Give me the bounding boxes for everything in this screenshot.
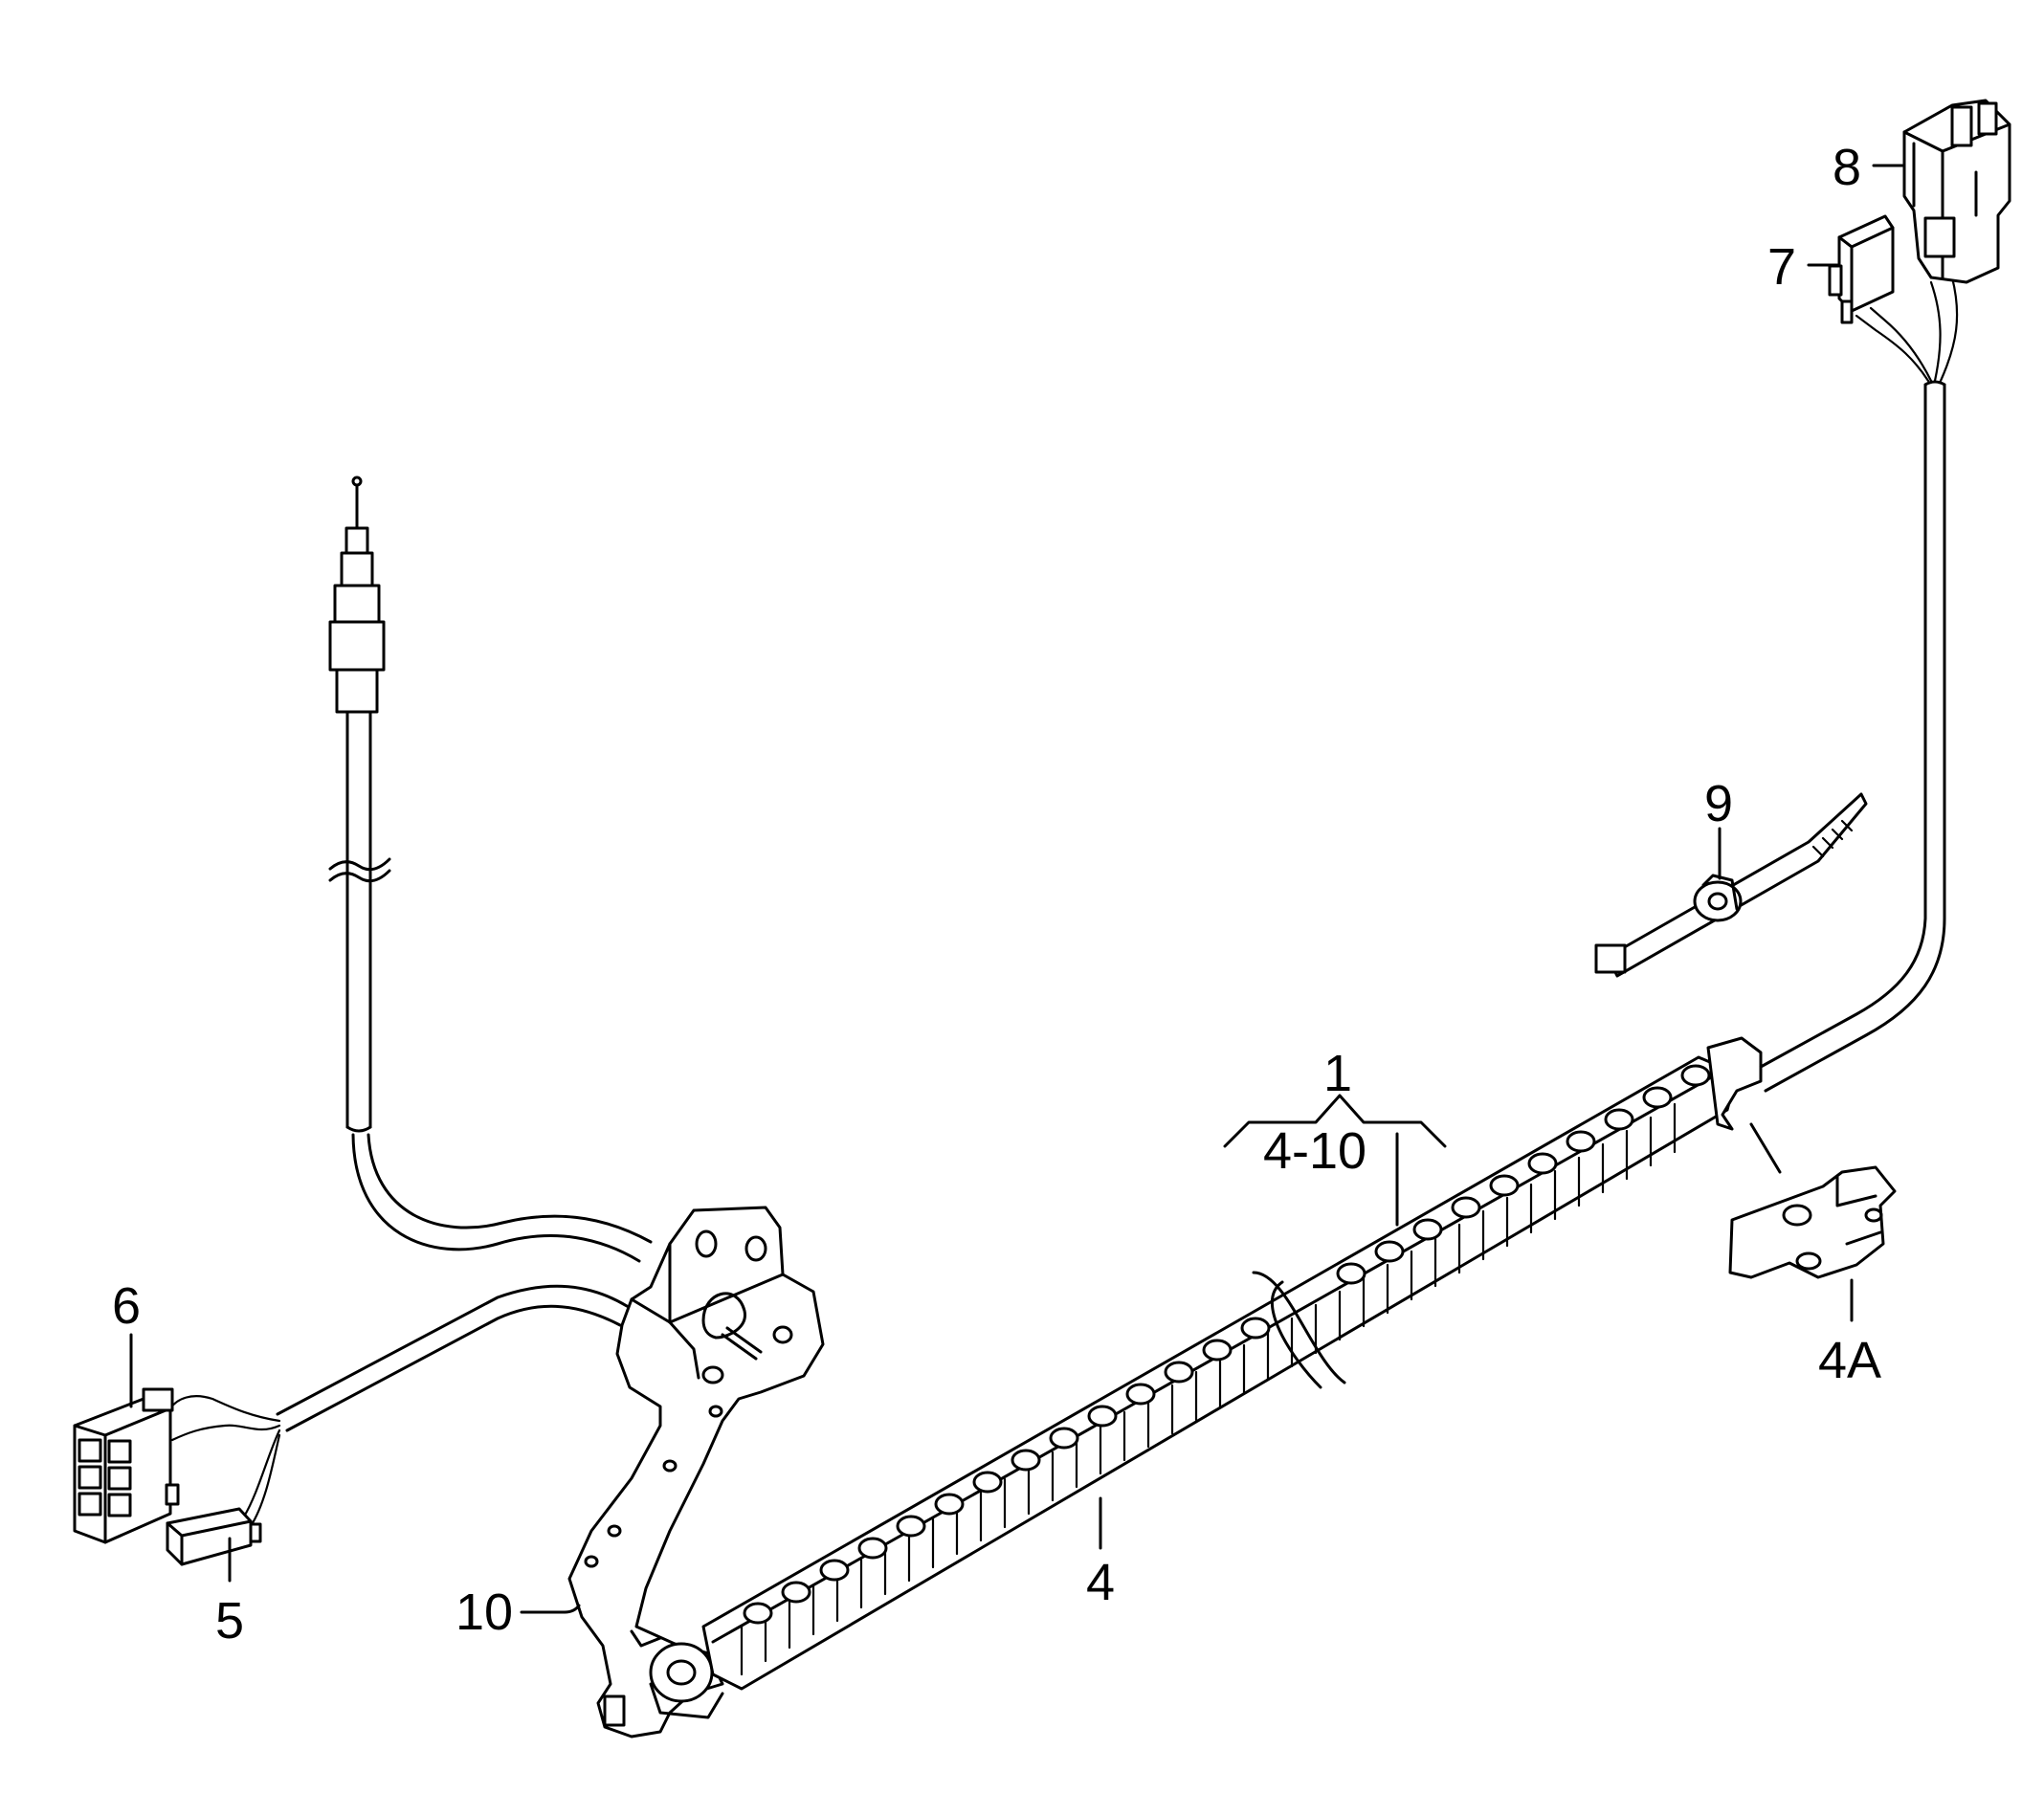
leader-lines <box>129 164 1904 1614</box>
harness-branch-cable <box>168 1284 629 1542</box>
cable-chain-4 <box>701 1036 1763 1691</box>
chain-links <box>740 1102 1677 1676</box>
harness-main-cable <box>1759 276 1959 1093</box>
connector-5 <box>166 1507 262 1566</box>
cable-tie-9 <box>1594 792 1868 978</box>
connector-6 <box>73 1387 180 1544</box>
clip-4a <box>1728 1165 1897 1279</box>
callout-1-range: 4-10 <box>1263 1122 1366 1180</box>
callout-7: 7 <box>1767 238 1796 296</box>
callout-1: 1 <box>1323 1045 1352 1102</box>
connector-8 <box>1902 99 2011 284</box>
chain-link-holes <box>743 1064 1711 1625</box>
callout-4a: 4A <box>1818 1332 1881 1389</box>
mounting-bracket-10 <box>567 1206 825 1738</box>
callout-9: 9 <box>1704 775 1733 832</box>
callout-labels: 1 4-10 4 4A 5 6 7 8 9 10 <box>112 139 1881 1650</box>
callout-8: 8 <box>1833 139 1861 196</box>
antenna-plug-cable <box>328 476 653 1263</box>
callout-10: 10 <box>455 1583 513 1641</box>
callout-6: 6 <box>112 1277 141 1335</box>
callout-4: 4 <box>1086 1554 1115 1611</box>
callout-5: 5 <box>215 1592 244 1650</box>
connector-7 <box>1828 214 1895 324</box>
